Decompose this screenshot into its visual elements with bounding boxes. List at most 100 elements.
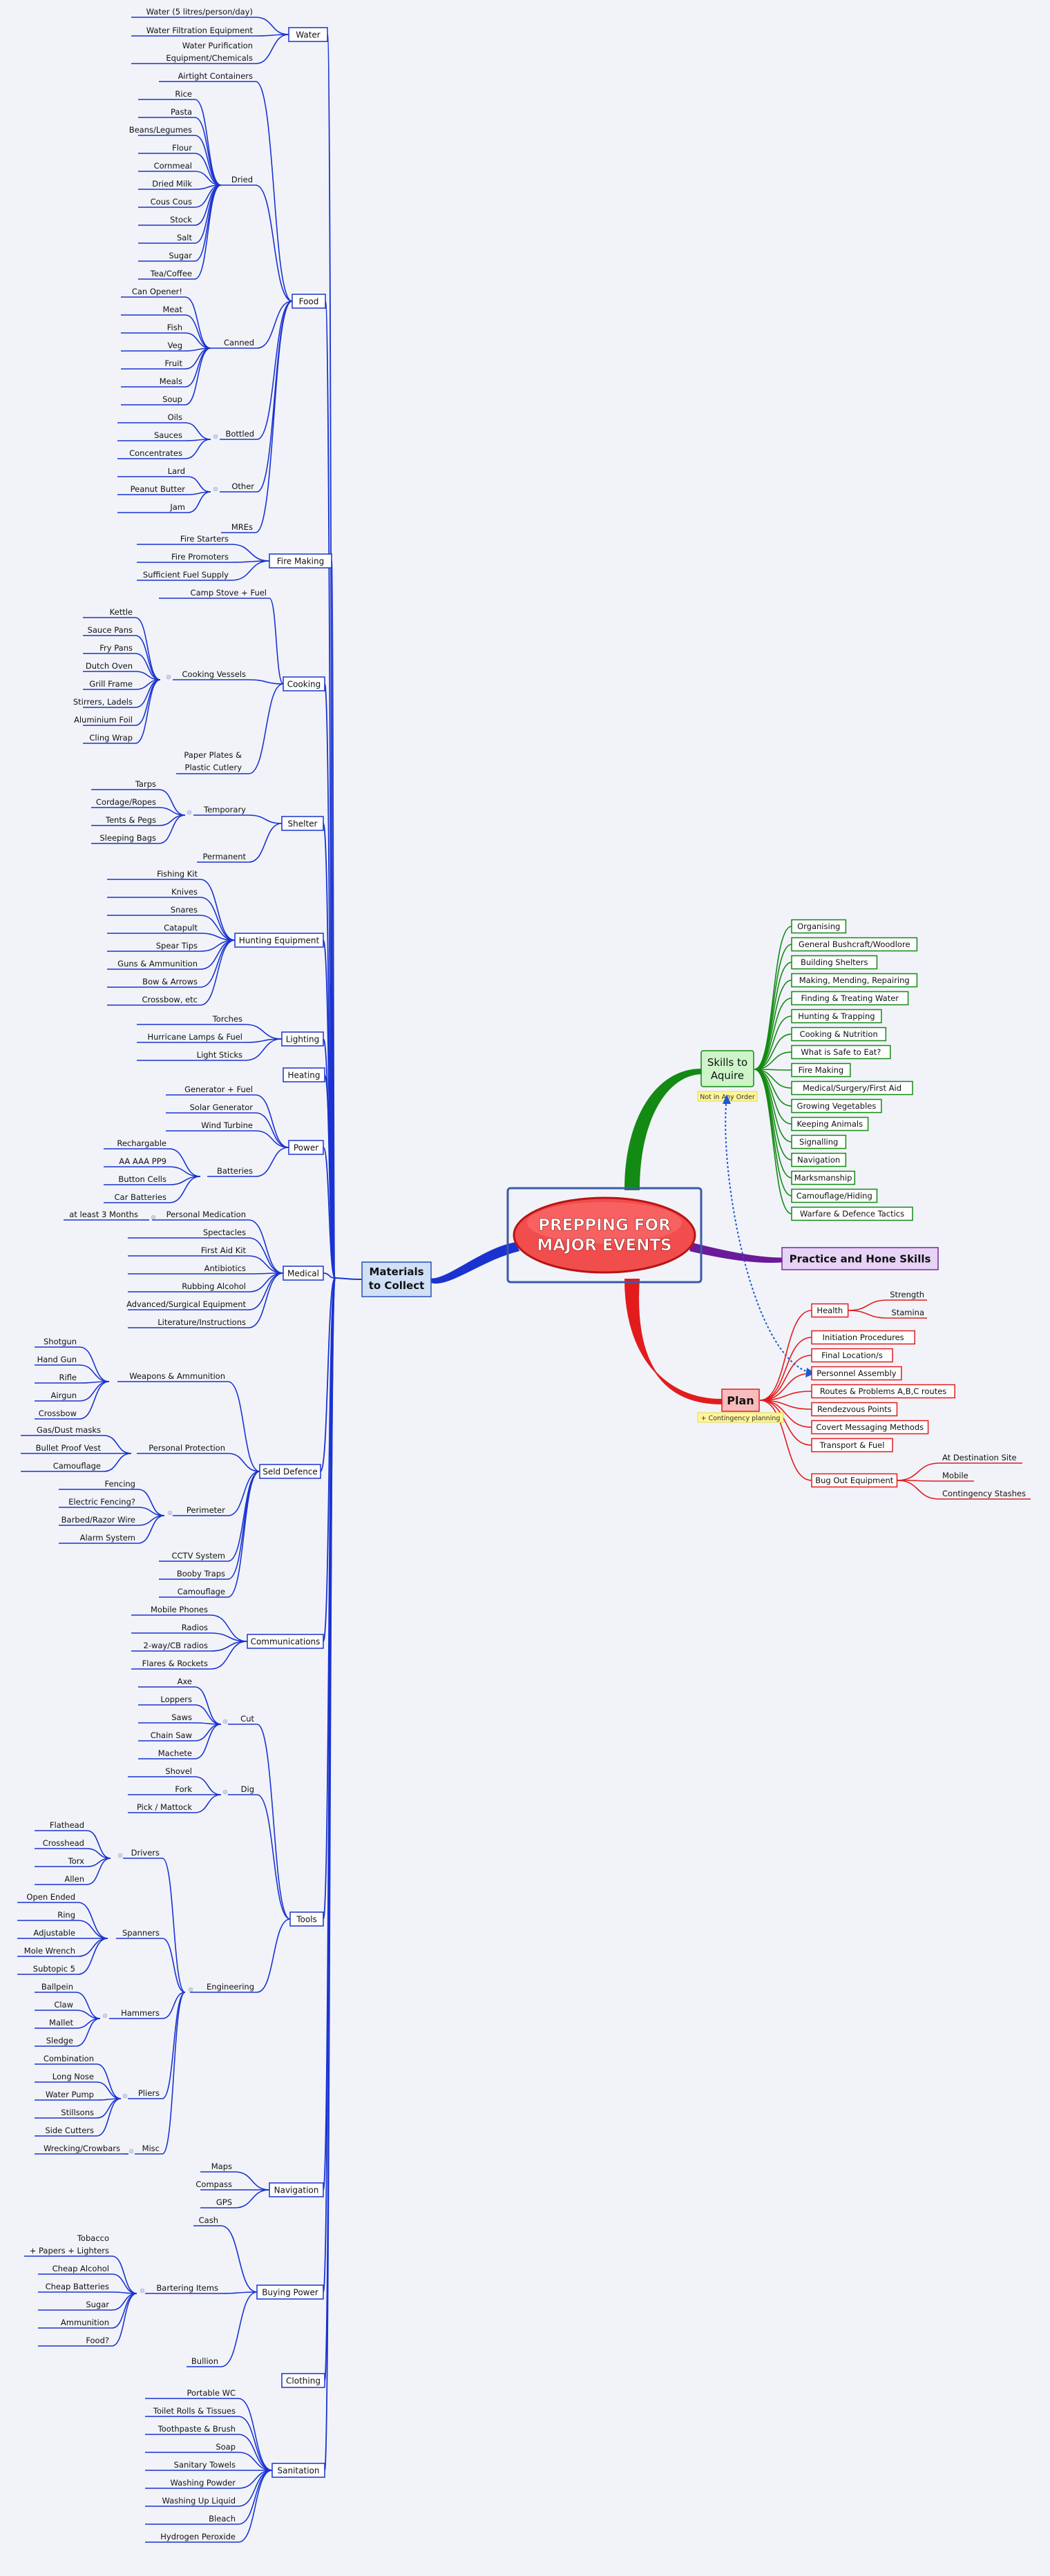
barter-item: Tobacco xyxy=(77,2233,109,2243)
barter-item: Cheap Batteries xyxy=(46,2282,109,2291)
category-navigation-box xyxy=(269,2182,324,2197)
power-item: Wind Turbine xyxy=(201,1120,253,1130)
plan-final-location-s[interactable]: Final Location/s xyxy=(811,1348,893,1363)
category-navigation[interactable]: Navigation xyxy=(269,2182,324,2197)
batteries-item: Rechargable xyxy=(117,1138,166,1148)
category-comms[interactable]: Communications xyxy=(247,1634,324,1649)
skill-making-mending-repairing-label: Making, Mending, Repairing xyxy=(799,975,910,985)
fire-item: Fire Starters xyxy=(180,534,229,544)
sanitation-item: Washing Up Liquid xyxy=(162,2496,236,2506)
skill-fire-making[interactable]: Fire Making xyxy=(791,1062,851,1078)
skill-cooking-nutrition[interactable]: Cooking & Nutrition xyxy=(791,1027,887,1042)
skill-navigation-label: Navigation xyxy=(797,1155,840,1165)
expand-marker-icon[interactable] xyxy=(187,810,192,815)
category-heating[interactable]: Heating xyxy=(283,1067,325,1082)
food-item: MREs xyxy=(231,522,253,532)
hunting-item: Crossbow, etc xyxy=(142,995,198,1004)
category-medical[interactable]: Medical xyxy=(283,1266,324,1281)
category-buying[interactable]: Buying Power xyxy=(256,2284,324,2300)
connector-line xyxy=(137,1515,165,1526)
skill-warfare-defence-tactics[interactable]: Warfare & Defence Tactics xyxy=(791,1206,913,1221)
expand-marker-icon[interactable] xyxy=(222,1719,228,1724)
skill-growing-vegetables[interactable]: Growing Vegetables xyxy=(791,1098,882,1114)
skill-what-is-safe-to-eat[interactable]: What is Safe to Eat? xyxy=(791,1044,891,1060)
category-shelter[interactable]: Shelter xyxy=(281,816,324,831)
skills-box xyxy=(700,1050,754,1087)
skill-medical-surgery-first-aid[interactable]: Medical/Surgery/First Aid xyxy=(791,1080,913,1096)
category-tools[interactable]: Tools xyxy=(289,1911,324,1927)
skill-finding-treating-water[interactable]: Finding & Treating Water xyxy=(791,991,909,1006)
expand-marker-icon[interactable] xyxy=(102,2013,108,2019)
plan-rendezvous-points[interactable]: Rendezvous Points xyxy=(811,1402,898,1417)
dried-item: Beans/Legumes xyxy=(129,125,192,135)
skill-general-bushcraft-woodlore[interactable]: General Bushcraft/Woodlore xyxy=(791,937,918,952)
expand-marker-icon[interactable] xyxy=(213,434,218,439)
category-food[interactable]: Food xyxy=(292,294,326,309)
skill-marksmanship[interactable]: Marksmanship xyxy=(791,1170,856,1185)
plan-personnel-assembly[interactable]: Personnel Assembly xyxy=(811,1366,902,1381)
plan-initiation-procedures[interactable]: Initiation Procedures xyxy=(811,1330,915,1345)
connector-line xyxy=(220,2225,258,2293)
main-topic-practice[interactable]: Practice and Hone Skills xyxy=(781,1247,939,1270)
expand-marker-icon[interactable] xyxy=(188,1987,193,1992)
plan-bug-out-equipment[interactable]: Bug Out Equipment xyxy=(811,1473,898,1488)
expand-marker-icon[interactable] xyxy=(151,1214,156,1220)
category-fire[interactable]: Fire Making xyxy=(269,553,332,569)
skill-organising[interactable]: Organising xyxy=(791,919,847,934)
category-defence[interactable]: Seld Defence xyxy=(259,1464,321,1479)
expand-marker-icon[interactable] xyxy=(166,674,171,680)
category-clothing[interactable]: Clothing xyxy=(281,2373,325,2388)
connector-line xyxy=(79,1381,110,1402)
hunting-item: Fishing Kit xyxy=(157,869,198,879)
vessels-item: Aluminium Foil xyxy=(74,715,133,725)
main-branch-practice xyxy=(689,1242,783,1263)
category-power[interactable]: Power xyxy=(288,1140,324,1155)
connector-line xyxy=(234,2189,270,2208)
skill-camouflage-hiding-label: Camouflage/Hiding xyxy=(796,1191,872,1201)
expand-marker-icon[interactable] xyxy=(128,2148,134,2154)
medical-item: Spectacles xyxy=(203,1228,246,1237)
category-hunting[interactable]: Hunting Equipment xyxy=(234,933,324,948)
expand-marker-icon[interactable] xyxy=(140,2288,145,2293)
skill-making-mending-repairing[interactable]: Making, Mending, Repairing xyxy=(791,973,918,988)
cut-item: Saws xyxy=(171,1712,192,1722)
skill-hunting-trapping[interactable]: Hunting & Trapping xyxy=(791,1009,882,1024)
eng-misc-label: Misc xyxy=(142,2144,160,2153)
plan-transport-fuel[interactable]: Transport & Fuel xyxy=(811,1438,893,1453)
connector-line xyxy=(759,1373,812,1401)
expand-marker-icon[interactable] xyxy=(122,2093,128,2099)
expand-marker-icon[interactable] xyxy=(167,1510,173,1516)
skill-navigation[interactable]: Navigation xyxy=(791,1152,847,1167)
category-water[interactable]: Water xyxy=(288,27,328,42)
skill-camouflage-hiding[interactable]: Camouflage/Hiding xyxy=(791,1188,878,1203)
connector-line xyxy=(759,1400,812,1446)
pliers-item: Water Pump xyxy=(46,2090,94,2099)
expand-marker-icon[interactable] xyxy=(213,486,218,492)
hammers-item: Claw xyxy=(54,2000,73,2010)
category-cooking[interactable]: Cooking xyxy=(283,676,325,691)
skill-signalling[interactable]: Signalling xyxy=(791,1134,847,1149)
connector-line xyxy=(162,1858,186,1993)
expand-marker-icon[interactable] xyxy=(222,1789,228,1795)
food-dried-label: Dried xyxy=(231,175,253,184)
connector-line xyxy=(323,1147,336,1279)
temporary-item: Tarps xyxy=(135,779,156,789)
skill-cooking-nutrition-box xyxy=(791,1027,887,1042)
category-sanitation[interactable]: Sanitation xyxy=(271,2463,325,2478)
category-lighting[interactable]: Lighting xyxy=(281,1031,324,1047)
buying-item: Bullion xyxy=(191,2356,218,2366)
plan-covert-messaging-methods[interactable]: Covert Messaging Methods xyxy=(811,1420,929,1435)
skill-keeping-animals[interactable]: Keeping Animals xyxy=(791,1116,869,1132)
plan-health[interactable]: Health xyxy=(811,1303,849,1318)
batteries-item: Button Cells xyxy=(118,1174,166,1184)
plan-routes-problems-a-b-c-routes[interactable]: Routes & Problems A,B,C routes xyxy=(811,1384,955,1399)
connector-line xyxy=(103,1435,132,1454)
canned-item: Soup xyxy=(162,394,182,404)
main-topic-plan[interactable]: Plan xyxy=(721,1389,760,1412)
expand-marker-icon[interactable] xyxy=(117,1853,123,1858)
skill-building-shelters[interactable]: Building Shelters xyxy=(791,955,878,970)
